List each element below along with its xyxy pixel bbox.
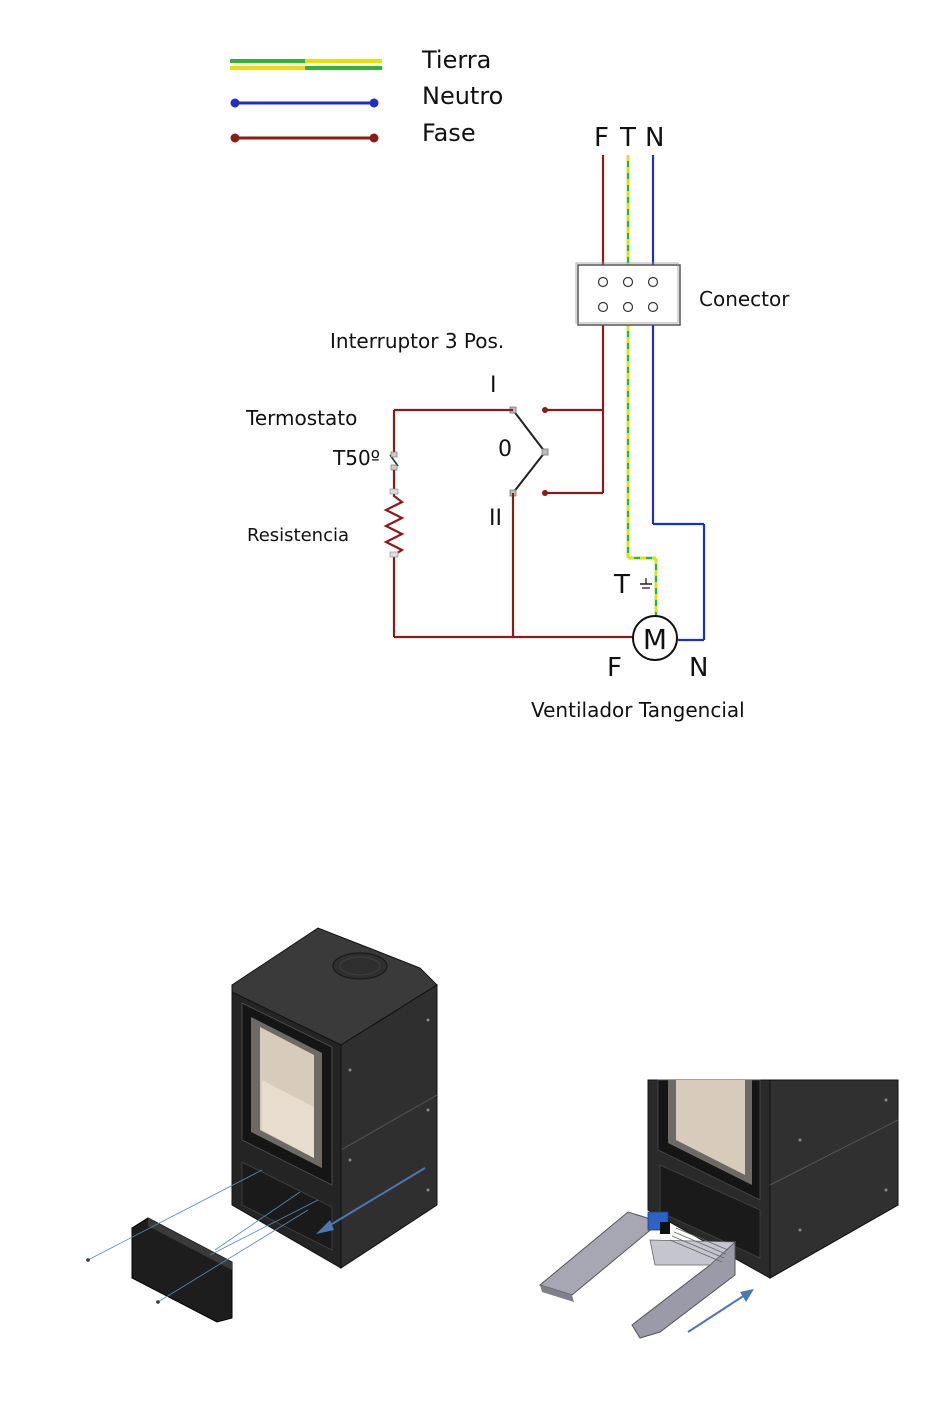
switch-pos-ii-label: II [489, 506, 502, 531]
wire-fase-load [394, 410, 632, 637]
legend-fase-label: Fase [422, 119, 476, 147]
motor-m-label: M [643, 623, 667, 656]
wire-neutro-supply [653, 155, 704, 640]
ventilador-label: Ventilador Tangencial [531, 698, 745, 722]
motor-f-label: F [607, 653, 622, 683]
conector-label: Conector [699, 287, 790, 311]
legend-tierra-label: Tierra [421, 46, 491, 74]
resistencia-label: Resistencia [247, 525, 349, 546]
supply-t-label: T [619, 123, 636, 153]
connector-block [576, 263, 680, 325]
wire-tierra-supply [628, 155, 656, 618]
legend-neutro-label: Neutro [422, 82, 503, 110]
thermostat-symbol [390, 452, 398, 490]
legend-tierra-swatch [230, 61, 382, 68]
motor-n-label: N [689, 653, 708, 683]
ground-icon [640, 578, 652, 588]
legend-neutro-swatch [231, 99, 379, 108]
three-position-switch [510, 407, 548, 496]
switch-pos-i-label: I [490, 373, 497, 398]
supply-n-label: N [645, 123, 664, 153]
legend: Tierra Neutro Fase [230, 46, 503, 147]
interruptor-label: Interruptor 3 Pos. [330, 329, 504, 353]
motor-t-label: T [613, 570, 630, 600]
resistor-symbol [386, 489, 402, 557]
front-panel-cover [132, 1218, 232, 1322]
legend-fase-swatch [231, 134, 379, 143]
termostato-label: Termostato [245, 406, 357, 430]
switch-pos-0-label: 0 [498, 437, 512, 462]
supply-f-label: F [594, 123, 609, 153]
termostato-value-label: T50º [332, 446, 380, 470]
